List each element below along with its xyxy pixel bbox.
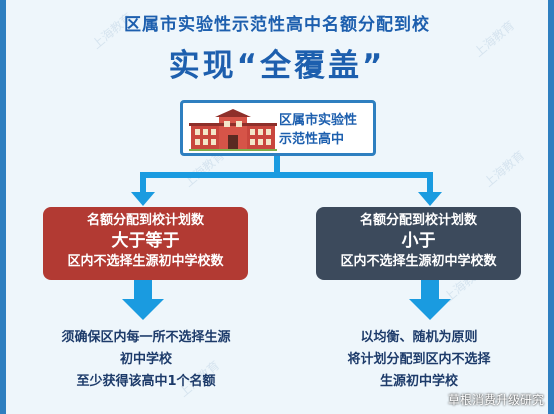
right-arrow-head — [418, 192, 442, 206]
left-border — [0, 0, 6, 414]
school-label-line-2: 示范性高中 — [279, 132, 345, 147]
right-result-line-3: 生源初中学校 — [379, 374, 458, 389]
brand-watermark: 草根消费升级研究 — [447, 393, 544, 407]
right-drop-line — [427, 172, 433, 194]
left-condition-card: 名额分配到校计划数 大于等于 区内不选择生源初中学校数 — [43, 207, 248, 280]
right-card-line-1: 名额分配到校计划数 — [359, 213, 477, 228]
left-down-shaft — [134, 280, 152, 300]
branch-line — [140, 172, 433, 178]
right-result-line-2: 将计划分配到区内不选择 — [347, 352, 491, 367]
left-drop-line — [140, 172, 146, 194]
right-condition-card: 名额分配到校计划数 小于 区内不选择生源初中学校数 — [316, 207, 521, 280]
right-result-line-1: 以均衡、随机为原则 — [360, 330, 478, 345]
left-result-line-1: 须确保区内每一所不选择生源 — [61, 330, 231, 345]
left-arrow-head — [131, 192, 155, 206]
left-card-line-2: 大于等于 — [111, 231, 180, 251]
right-down-arrow — [409, 299, 451, 320]
right-result-text: 以均衡、随机为原则 将计划分配到区内不选择 生源初中学校 — [304, 327, 534, 393]
left-result-line-3: 至少获得该高中1个名额 — [76, 374, 216, 389]
right-border — [548, 0, 554, 414]
school-label-line-1: 区属市实验性 — [279, 113, 358, 128]
right-down-shaft — [421, 280, 439, 300]
right-card-line-3: 区内不选择生源初中学校数 — [340, 254, 497, 269]
diagram-title: 区属市实验性示范性高中名额分配到校 — [124, 15, 430, 35]
left-result-line-2: 初中学校 — [119, 352, 172, 367]
diagram-subtitle: 实现“全覆盖” — [168, 48, 386, 84]
right-card-line-2: 小于 — [401, 231, 436, 251]
left-down-arrow — [122, 299, 164, 320]
left-card-line-3: 区内不选择生源初中学校数 — [67, 254, 224, 269]
school-label: 区属市实验性 示范性高中 — [279, 111, 375, 149]
left-result-text: 须确保区内每一所不选择生源 初中学校 至少获得该高中1个名额 — [31, 327, 261, 393]
school-building-icon — [189, 109, 277, 151]
school-box: 区属市实验性 示范性高中 — [180, 100, 376, 156]
stem-line — [274, 156, 280, 176]
left-card-line-1: 名额分配到校计划数 — [86, 213, 204, 228]
